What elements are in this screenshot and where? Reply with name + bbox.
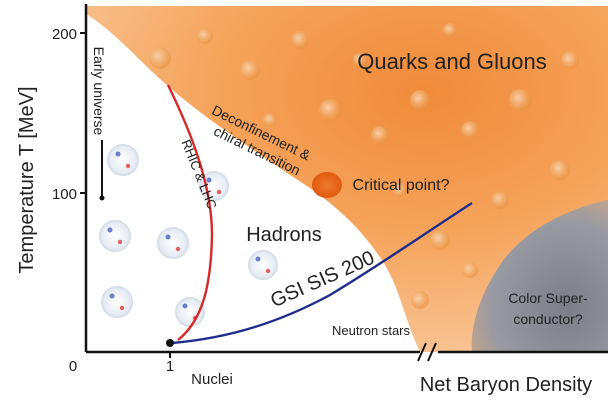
axis-break-icon bbox=[417, 342, 437, 362]
critical-point-marker bbox=[312, 172, 342, 198]
qgp-region bbox=[86, 6, 608, 352]
critical-point-label: Critical point? bbox=[353, 177, 450, 194]
y-axis-label: Temperature T [MeV] bbox=[16, 86, 38, 273]
qgp-bubbles bbox=[149, 23, 579, 309]
early-universe-label: Early universe bbox=[91, 47, 107, 136]
superconductor-region bbox=[471, 200, 608, 352]
neutron-stars-label: Neutron stars bbox=[332, 323, 411, 338]
y-tick-200: 200 bbox=[52, 26, 77, 43]
rhic-lhc-curve bbox=[166, 84, 214, 341]
x-axis-label: Net Baryon Density bbox=[420, 374, 592, 396]
quarks-gluons-label: Quarks and Gluons bbox=[357, 49, 547, 74]
gsi-curve bbox=[171, 201, 473, 345]
nuclei-marker bbox=[166, 339, 174, 347]
nuclei-label: Nuclei bbox=[191, 371, 233, 388]
y-tick-0: 0 bbox=[69, 358, 77, 375]
x-tick-1: 1 bbox=[166, 358, 174, 375]
axes bbox=[84, 4, 608, 354]
superconductor-label-1: Color Super- bbox=[508, 290, 588, 306]
hadrons-label: Hadrons bbox=[246, 224, 322, 246]
superconductor-label-2: conductor? bbox=[513, 311, 582, 327]
hadrons-particles bbox=[99, 144, 278, 327]
axis-ticks bbox=[80, 32, 171, 358]
y-tick-100: 100 bbox=[52, 186, 77, 203]
